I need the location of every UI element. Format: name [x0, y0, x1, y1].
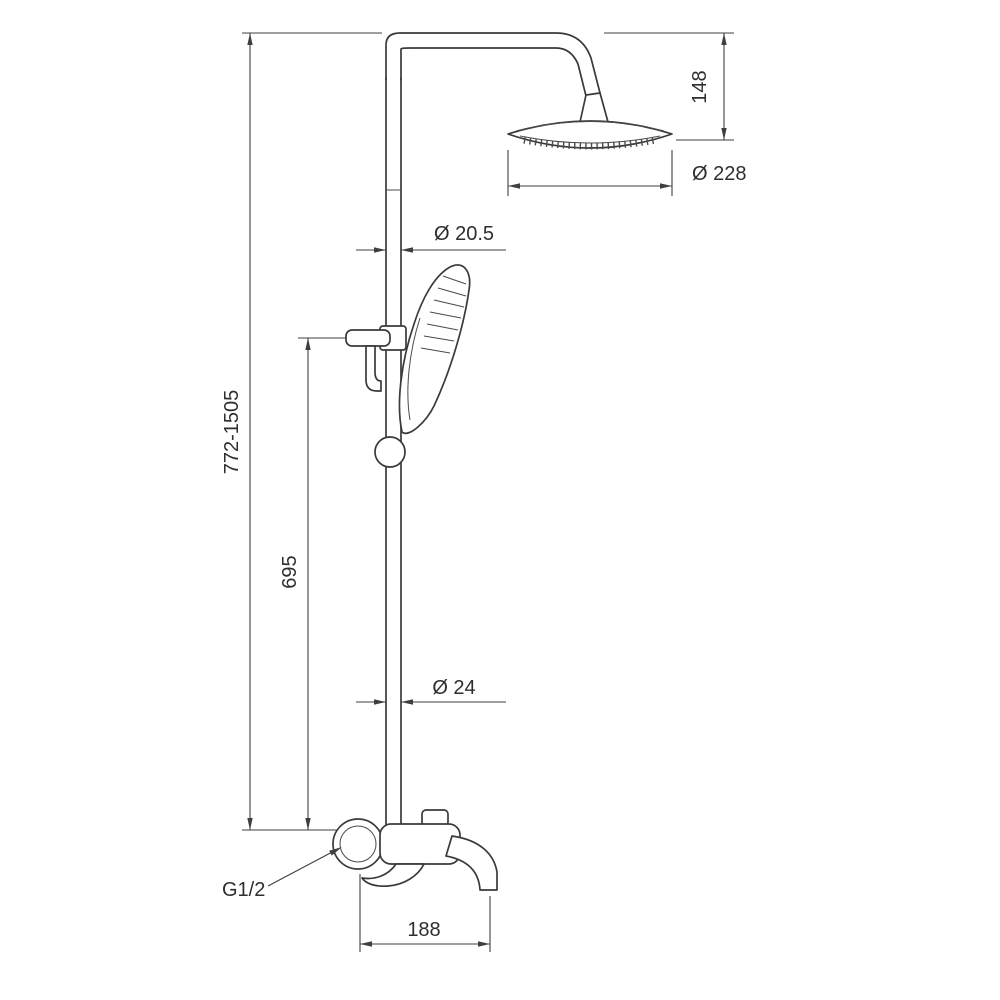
dim-arrow [401, 247, 413, 253]
shower-riser-pipe [385, 32, 601, 827]
dim-arrow [721, 33, 727, 45]
dimension-lower-pipe: Ø 24 [356, 677, 506, 705]
slider-knob-circle [374, 436, 406, 468]
mixer-spout [445, 835, 498, 891]
dim-arrow [360, 941, 372, 947]
mixer-lever [361, 863, 425, 888]
dim-text-20-5: Ø 20.5 [434, 223, 494, 245]
label-g12: G1/2 [222, 879, 265, 901]
slider-knob [374, 436, 406, 468]
slider-bracket [345, 325, 407, 392]
dim-arrow [247, 33, 253, 45]
hand-shower-face-hatching [420, 275, 467, 354]
dim-arrow [721, 128, 727, 140]
wall-escutcheon-inner [339, 825, 377, 863]
dim-text-228: Ø 228 [692, 163, 746, 185]
dim-arrow [660, 183, 672, 189]
head-top-rim-line [515, 121, 665, 132]
bracket-hook [365, 345, 382, 392]
head-spray-face-hatching [523, 136, 657, 150]
dim-arrow [305, 338, 311, 350]
dimension-bottom-width: 188 [359, 874, 491, 952]
dim-text-24: Ø 24 [432, 677, 475, 699]
head-connector-stem [579, 92, 609, 123]
dimension-overall-height: 772-1505 [221, 32, 382, 831]
dim-text-188: 188 [407, 919, 440, 941]
dim-arrow [401, 699, 413, 705]
dimension-head-diameter: Ø 228 [507, 150, 746, 196]
leader-line [267, 849, 337, 887]
gooseneck-outer-edge [385, 32, 601, 94]
dimension-upper-pipe: Ø 20.5 [356, 223, 506, 253]
mixer-body [379, 823, 461, 865]
hand-shower [398, 264, 471, 435]
gooseneck-inner-edge [400, 47, 587, 97]
leader-arrow [329, 847, 342, 856]
dim-arrow [374, 699, 386, 705]
hand-shower-inner-line [407, 317, 421, 421]
overhead-shower-head [507, 92, 673, 150]
dim-arrow [374, 247, 386, 253]
dim-text-772-1505: 772-1505 [221, 390, 243, 475]
dim-arrow [478, 941, 490, 947]
dim-arrow [508, 183, 520, 189]
head-bottom-rim-line [519, 135, 661, 144]
dimension-riser-height: 695 [279, 337, 346, 830]
dim-arrow [305, 818, 311, 830]
dimension-head-offset: 148 [604, 32, 734, 141]
dim-text-695: 695 [279, 555, 301, 588]
dim-text-148: 148 [689, 70, 711, 103]
dim-arrow [247, 818, 253, 830]
mixer-assembly [332, 809, 498, 891]
bracket-bar [345, 329, 391, 347]
hand-shower-body [398, 264, 471, 435]
leader-thread-connection: G1/2 [222, 847, 342, 901]
